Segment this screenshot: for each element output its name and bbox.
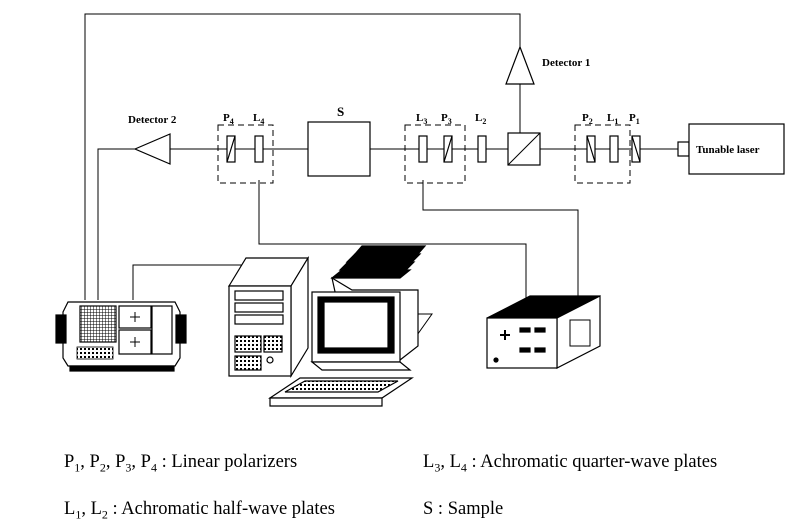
detector-1-cable: [84, 13, 521, 300]
legend-half-wave: L1, L2 : Achromatic half-wave plates: [64, 499, 335, 522]
waveplate-l2: [477, 135, 487, 163]
waveplate-l1: [609, 135, 619, 163]
p2-l1-mount-group: [574, 124, 631, 184]
legend-polarizers: P1, P2, P3, P4 : Linear polarizers: [64, 452, 298, 475]
waveplate-l3: [418, 135, 428, 163]
detector-1-icon: [505, 45, 535, 85]
polarizer-p3: [443, 135, 453, 163]
controller-icon: [486, 295, 601, 369]
scope-to-computer-cable: [132, 264, 242, 300]
monitor-icon: [310, 245, 433, 371]
l4-label: L4: [253, 112, 264, 126]
computer-tower-icon: [227, 255, 310, 379]
detector-2-label: Detector 2: [128, 114, 177, 126]
legend-quarter-wave: L3, L4 : Achromatic quarter-wave plates: [423, 452, 718, 475]
p2-label: P2: [582, 112, 593, 126]
waveplate-l4: [254, 135, 264, 163]
sample-label: S: [337, 104, 344, 119]
l1-label: L1: [607, 112, 618, 126]
l3-p3-mount-group: [404, 124, 466, 184]
p4-l4-mount-group: [217, 124, 274, 184]
l3-to-controller-cable: [422, 180, 579, 300]
detector-1-label: Detector 1: [542, 57, 590, 69]
l2-label: L2: [475, 112, 486, 126]
polarizer-p4: [226, 135, 236, 163]
l3-label: L3: [416, 112, 427, 126]
beam-splitter: [507, 132, 541, 166]
detector-2-cable: [97, 148, 135, 300]
sample-box: [307, 121, 371, 177]
legend-sample: S : Sample: [423, 499, 504, 519]
l4-to-controller-cable: [258, 180, 527, 300]
tunable-laser-label: Tunable laser: [696, 144, 760, 156]
tunable-laser: [677, 123, 785, 175]
p1-label: P1: [629, 112, 640, 126]
p3-label: P3: [441, 112, 452, 126]
keyboard-icon: [268, 377, 414, 407]
polarizer-p2: [586, 135, 596, 163]
oscilloscope-icon: [55, 301, 187, 372]
detector-2-icon: [133, 133, 171, 165]
polarizer-p1: [631, 135, 641, 163]
p4-label: P4: [223, 112, 234, 126]
